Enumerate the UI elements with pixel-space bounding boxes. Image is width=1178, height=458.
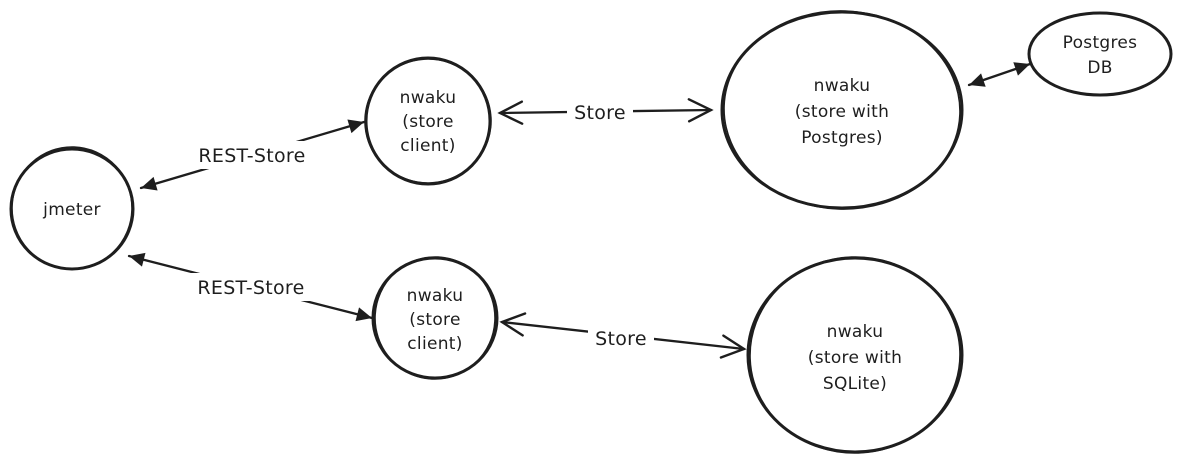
node-postgres-db: Postgres DB xyxy=(1027,11,1173,97)
rest-store-top-label-bg xyxy=(186,141,318,169)
edge-db-link xyxy=(967,62,1032,87)
node-store-client-top: nwaku (store client) xyxy=(364,56,492,186)
store-bottom-label-bg xyxy=(588,324,654,351)
rest-store-bottom-label: REST-Store xyxy=(197,277,304,299)
jmeter-circle-sketch-stroke xyxy=(11,146,133,270)
rest-store-top-label: REST-Store xyxy=(198,145,305,167)
edge-store-bottom: Store xyxy=(499,312,747,359)
rest-store-bottom-label-bg xyxy=(185,273,317,301)
postgres-db-label-line2: DB xyxy=(1087,58,1112,78)
jmeter-label: jmeter xyxy=(42,200,101,220)
store-client-top-circle xyxy=(364,56,492,186)
store-sqlite-circle xyxy=(746,256,964,454)
store-client-bottom-label-line2: (store xyxy=(409,310,460,330)
db-link-arrow xyxy=(967,62,1032,87)
edge-store-top: Store xyxy=(497,98,714,125)
store-client-top-label-line3: client) xyxy=(400,136,455,156)
store-postgres-label-line3: Postgres) xyxy=(801,128,883,148)
store-client-bottom-circle-sketch-stroke xyxy=(374,256,496,380)
edge-rest-store-top: REST-Store xyxy=(139,119,366,191)
node-store-client-bottom: nwaku (store client) xyxy=(371,256,499,380)
node-jmeter: jmeter xyxy=(9,146,135,271)
node-store-sqlite: nwaku (store with SQLite) xyxy=(746,256,964,454)
store-top-label: Store xyxy=(574,102,626,124)
store-client-top-circle-sketch-stroke xyxy=(364,58,492,184)
store-sqlite-label-line2: (store with xyxy=(808,348,902,368)
store-postgres-circle-sketch-stroke xyxy=(723,10,961,210)
store-top-label-bg xyxy=(567,98,633,125)
store-client-bottom-label-line1: nwaku xyxy=(407,286,464,306)
store-postgres-label-line1: nwaku xyxy=(814,76,871,96)
store-sqlite-label-line3: SQLite) xyxy=(823,374,887,394)
store-postgres-label-line2: (store with xyxy=(795,102,889,122)
postgres-db-label-line1: Postgres xyxy=(1063,33,1138,53)
store-client-bottom-circle xyxy=(371,256,499,380)
edge-rest-store-bottom: REST-Store xyxy=(127,252,374,322)
store-postgres-circle xyxy=(720,10,964,210)
store-client-top-label-line1: nwaku xyxy=(400,88,457,108)
store-sqlite-label-line1: nwaku xyxy=(827,322,884,342)
store-sqlite-circle-sketch-stroke xyxy=(749,256,961,454)
node-store-postgres: nwaku (store with Postgres) xyxy=(720,10,964,210)
postgres-db-circle xyxy=(1027,11,1173,97)
store-client-bottom-label-line3: client) xyxy=(407,334,462,354)
store-client-top-label-line2: (store xyxy=(402,112,453,132)
store-bottom-label: Store xyxy=(595,328,647,350)
